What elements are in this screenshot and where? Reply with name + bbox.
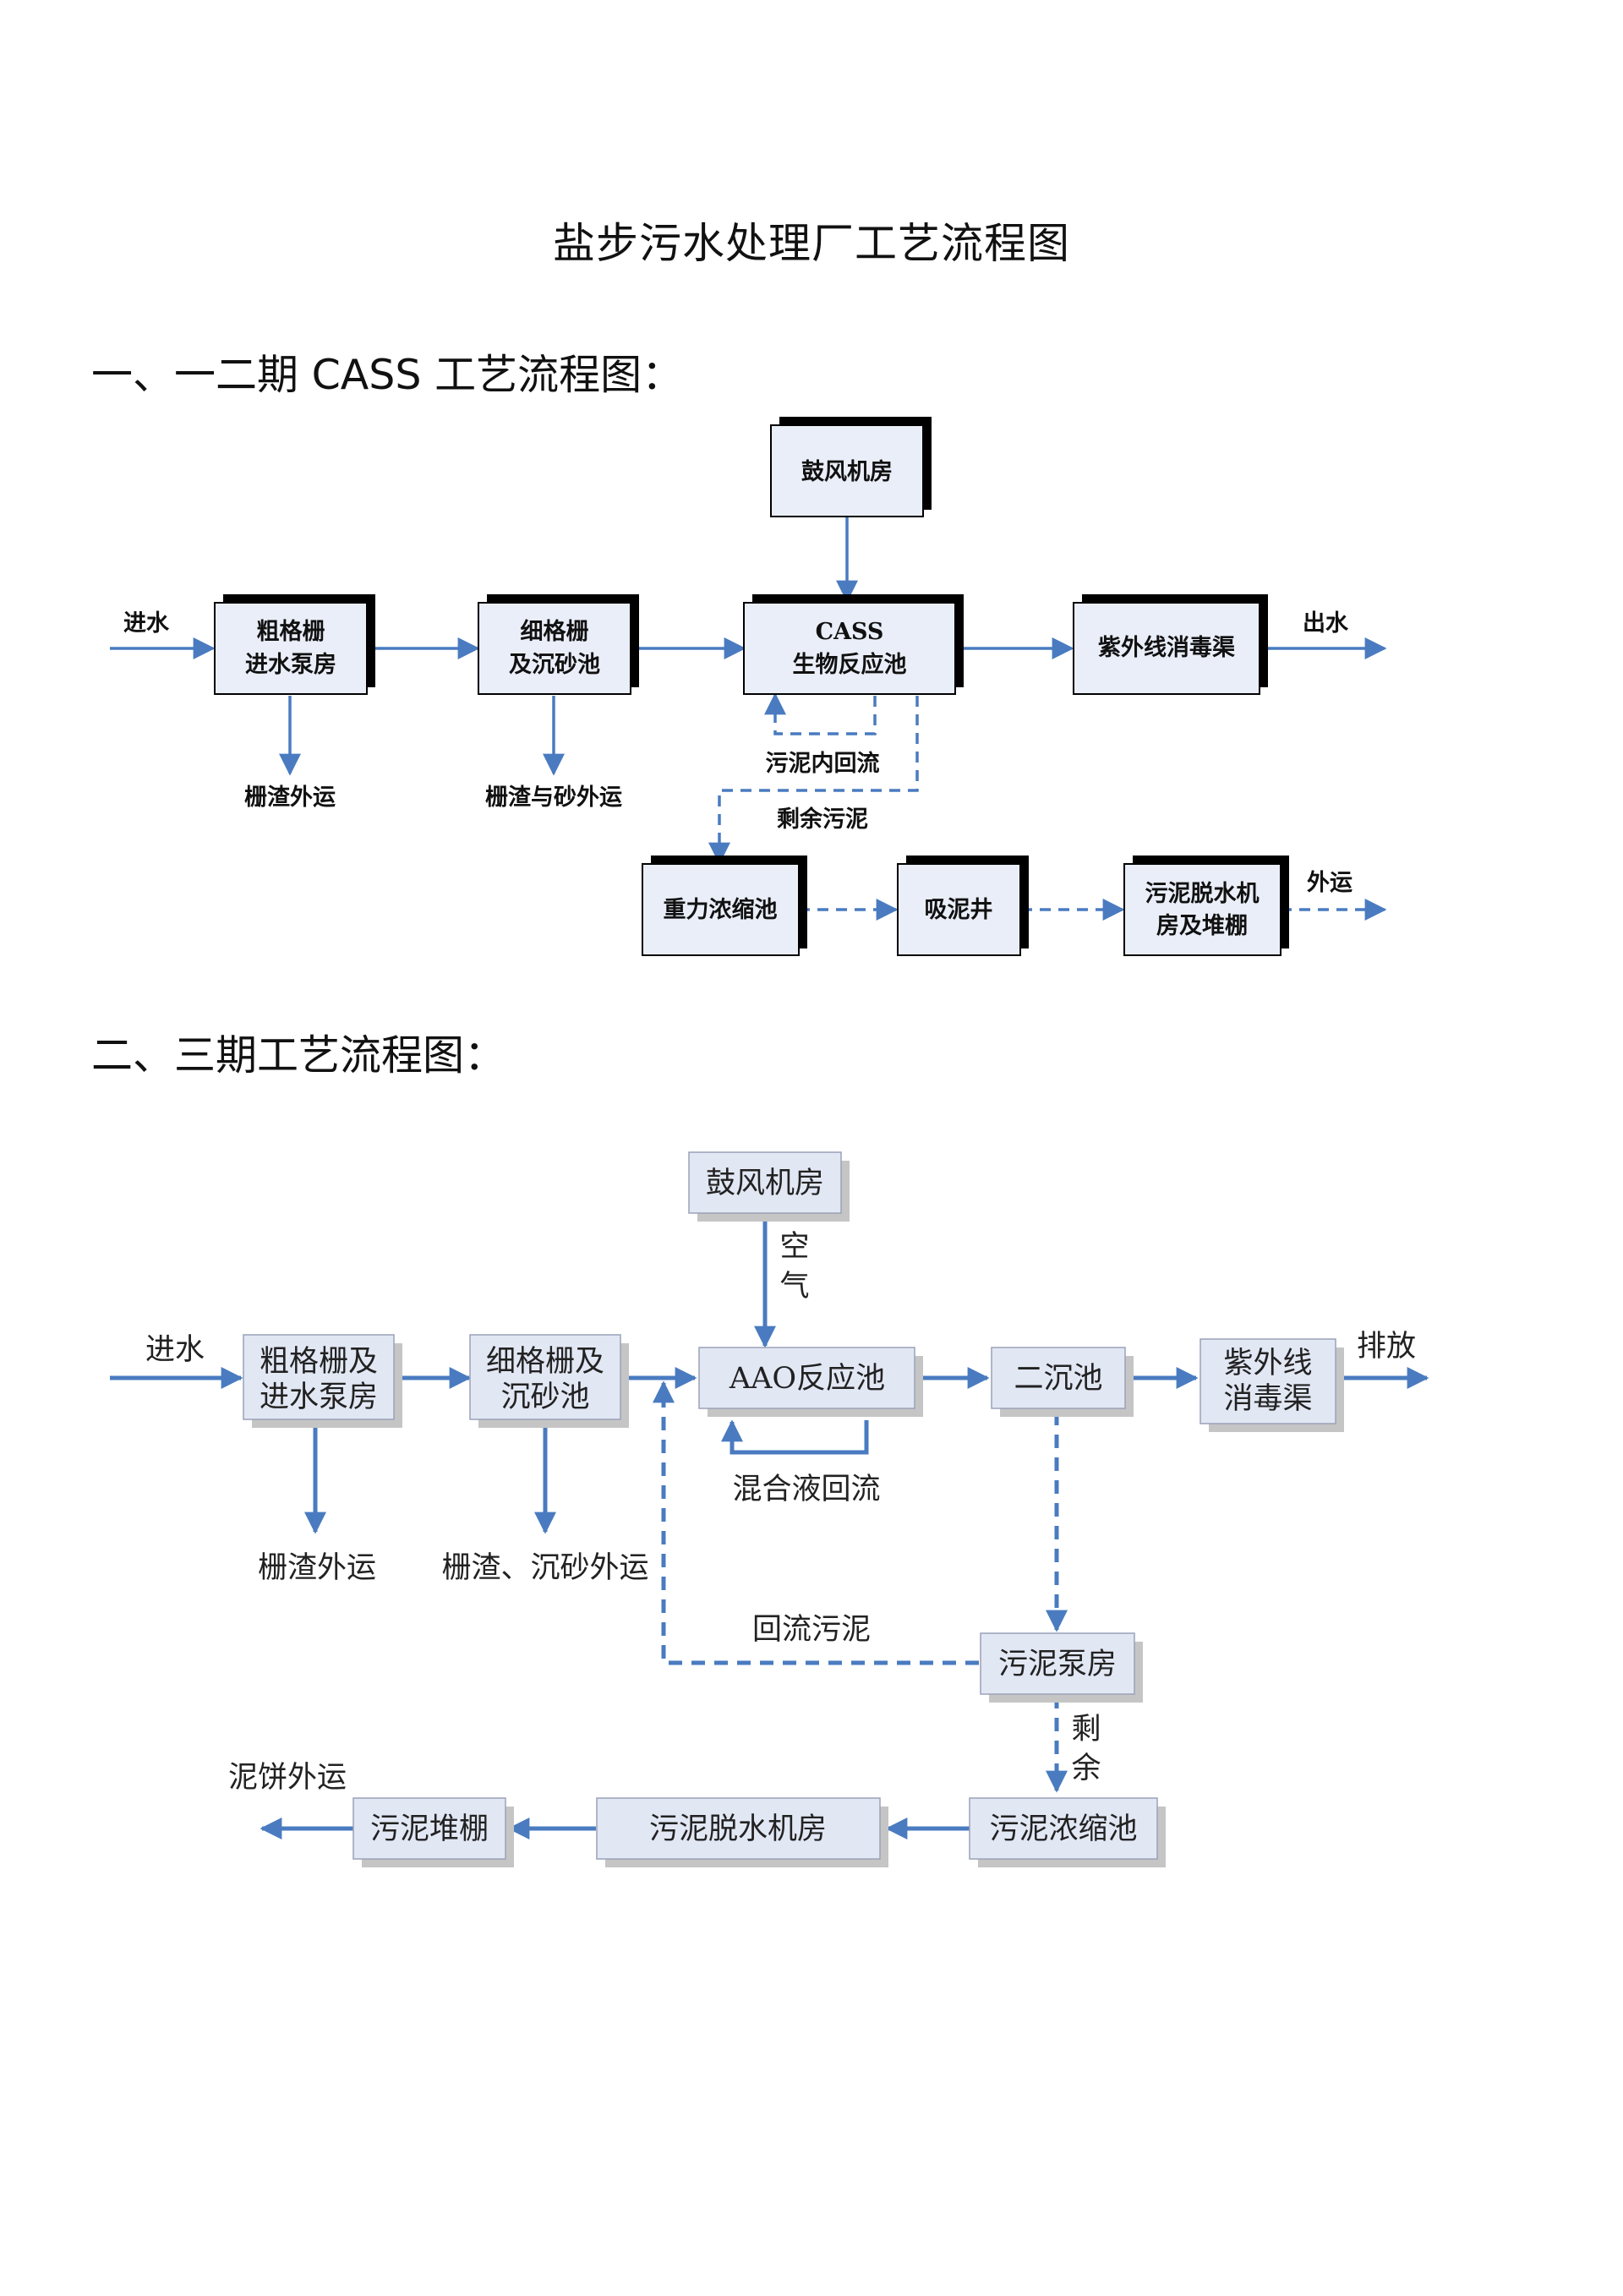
box-uv-1	[1073, 594, 1268, 695]
box-coarse-screen-2	[243, 1334, 402, 1428]
label-fine-screen-2a: 细格栅及	[486, 1345, 604, 1379]
label-screenings-grit-out-2: 栅渣、沉砂外运	[441, 1551, 648, 1585]
box-clarifier-2	[991, 1347, 1134, 1417]
label-cake-out-2: 泥饼外运	[228, 1761, 347, 1795]
box-shed-2	[352, 1797, 514, 1867]
box-coarse-screen-1	[214, 594, 375, 695]
label-inflow-2: 进水	[145, 1333, 205, 1367]
box-dewater-2	[596, 1797, 888, 1867]
label-uv-2a: 紫外线	[1223, 1347, 1312, 1380]
label-screenings-out-2: 栅渣外运	[258, 1551, 376, 1585]
label-sludge-pump-2: 污泥泵房	[998, 1648, 1117, 1681]
label-cass-1b: 生物反应池	[793, 651, 907, 678]
label-fine-screen-1a: 细格栅	[521, 618, 589, 645]
box-cass-1	[743, 594, 964, 695]
label-return-sludge-2: 回流污泥	[752, 1613, 871, 1647]
label-cass-1a: CASS	[816, 619, 884, 645]
page-title: 盐步污水处理厂工艺流程图	[553, 219, 1070, 268]
box-blower-2	[688, 1151, 850, 1222]
label-uv-2b: 消毒渠	[1223, 1382, 1312, 1416]
label-fine-screen-1b: 及沉砂池	[509, 652, 600, 678]
box-aao-2	[698, 1347, 923, 1417]
label-fine-screen-2b: 沉砂池	[500, 1380, 589, 1414]
label-screenings-grit-out-1: 栅渣与砂外运	[485, 784, 622, 811]
box-fine-screen-1	[478, 594, 639, 695]
label-blower-2: 鼓风机房	[706, 1167, 824, 1200]
label-excess-sludge: 剩余污泥	[777, 806, 868, 833]
label-thickener-1: 重力浓缩池	[664, 896, 778, 923]
label-discharge-2: 排放	[1357, 1330, 1416, 1364]
label-clarifier-2: 二沉池	[1014, 1362, 1102, 1396]
label-uv-1: 紫外线消毒渠	[1098, 635, 1235, 661]
arrow-excess-sludge	[708, 696, 919, 865]
label-dewater-1b: 房及堆棚	[1156, 913, 1248, 939]
label-thickener-2: 污泥浓缩池	[989, 1812, 1137, 1846]
label-sludge-well-1: 吸泥井	[925, 897, 993, 923]
label-excess-2a: 剩	[1071, 1713, 1101, 1747]
box-sludge-well-1	[897, 856, 1029, 956]
label-dewater-2: 污泥脱水机房	[649, 1812, 827, 1846]
label-coarse-screen-1a: 粗格栅	[257, 619, 325, 645]
label-inflow-1: 进水	[123, 610, 170, 637]
box-fine-screen-2	[469, 1334, 629, 1428]
label-screenings-out-1: 栅渣外运	[244, 784, 336, 811]
label-coarse-screen-2a: 粗格栅及	[260, 1345, 378, 1379]
box-dewater-1	[1123, 856, 1289, 956]
box-blower-1	[770, 417, 932, 517]
label-mixed-liquor-return: 混合液回流	[732, 1473, 880, 1506]
box-thickener-1	[642, 856, 807, 956]
label-coarse-screen-1b: 进水泵房	[245, 652, 336, 678]
label-aao-2: AAO反应池	[729, 1362, 885, 1396]
section1-heading: 一、一二期 CASS 工艺流程图：	[91, 351, 684, 399]
label-excess-2b: 余	[1071, 1752, 1101, 1785]
section2-heading: 二、三期工艺流程图：	[91, 1031, 506, 1080]
label-coarse-screen-2b: 进水泵房	[260, 1380, 378, 1414]
box-thickener-2	[969, 1797, 1166, 1867]
label-sludge-internal-return: 污泥内回流	[766, 751, 880, 777]
label-haul-out-1: 外运	[1307, 870, 1352, 896]
box-uv-2	[1199, 1338, 1344, 1432]
label-shed-2: 污泥堆棚	[370, 1812, 489, 1846]
section2-diagram: 鼓风机房 粗格栅及 进水泵房 细格栅及 沉砂池 AAO反应池 二沉池 紫外线 消…	[110, 1151, 1429, 1867]
arrow-sludge-internal-return	[764, 692, 877, 735]
arrow-mixed-liquor-return	[721, 1419, 869, 1455]
label-air-2b: 气	[779, 1270, 809, 1304]
label-dewater-1a: 污泥脱水机	[1145, 881, 1260, 907]
section1-diagram: 鼓风机房 粗格栅 进水泵房 细格栅 及沉砂池 CASS 生物反应池 紫外线消毒渠…	[110, 417, 1387, 956]
box-sludge-pump-2	[980, 1632, 1143, 1703]
label-outflow-1: 出水	[1303, 610, 1349, 637]
label-air-2a: 空	[779, 1230, 809, 1264]
label-blower-1: 鼓风机房	[801, 459, 893, 485]
